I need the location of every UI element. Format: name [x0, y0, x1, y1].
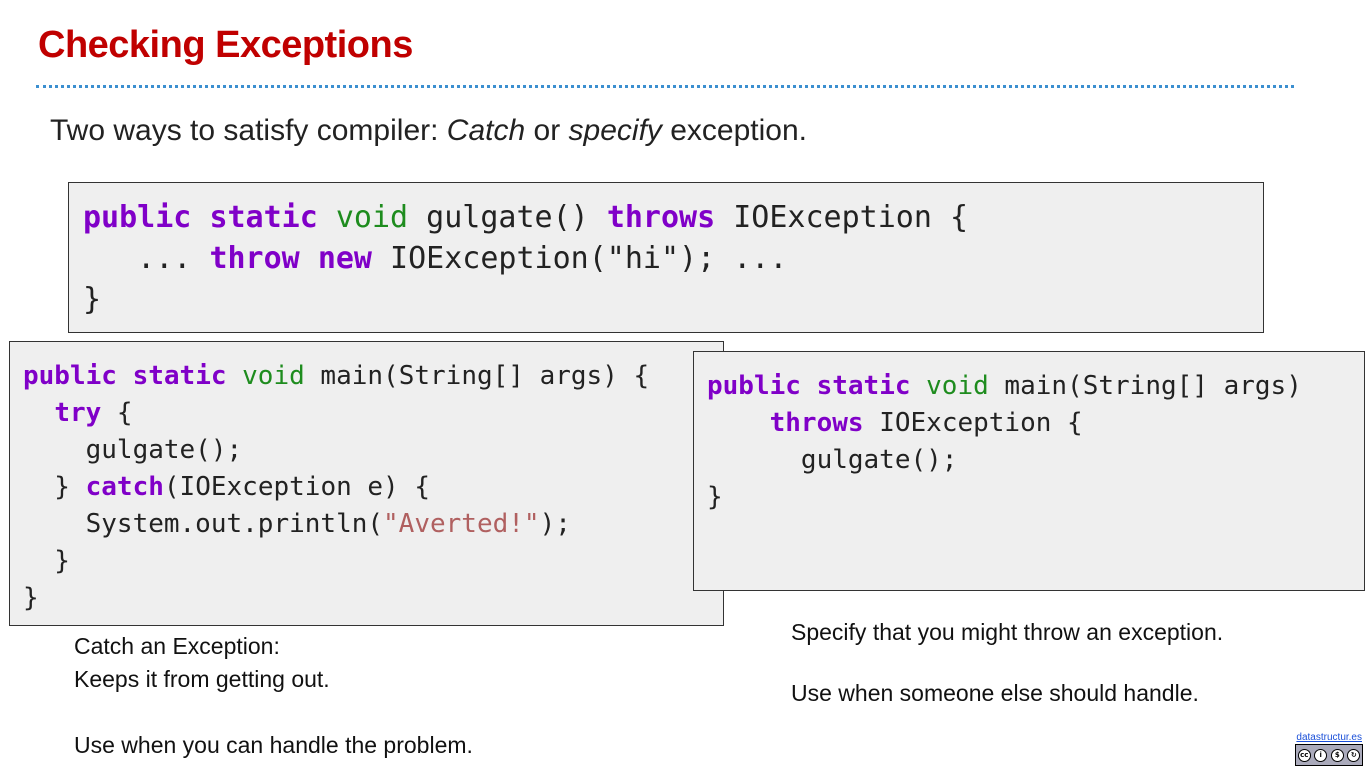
- caption-line: Use when someone else should handle.: [791, 680, 1199, 706]
- keyword: new: [317, 241, 372, 276]
- subtitle-text-end: exception.: [661, 114, 807, 147]
- keyword: public: [23, 361, 117, 391]
- code-text: main(String[] args) {: [304, 361, 650, 391]
- caption-spacer: [74, 696, 473, 729]
- datastructures-link[interactable]: datastructur.es: [1296, 732, 1362, 743]
- code-line: } catch(IOException e) {: [23, 469, 723, 506]
- slide-title: Checking Exceptions: [38, 24, 413, 66]
- type-keyword: void: [926, 371, 989, 401]
- code-text: System.out.println(: [23, 509, 384, 539]
- gulgate-code-block: public static void gulgate() throws IOEx…: [68, 182, 1264, 333]
- subtitle-catch-word: Catch: [446, 114, 526, 147]
- catch-code-block: public static void main(String[] args) {…: [9, 341, 724, 626]
- code-text: {: [101, 398, 133, 428]
- caption-line: Keeps it from getting out.: [74, 666, 330, 692]
- keyword: try: [54, 398, 102, 428]
- specify-code-block: public static void main(String[] args) t…: [693, 351, 1365, 591]
- code-line: public static void main(String[] args): [707, 368, 1364, 405]
- type-keyword: void: [242, 361, 305, 391]
- code-text: }: [23, 472, 86, 502]
- subtitle-text-start: Two ways to satisfy compiler:: [50, 114, 447, 147]
- code-line: gulgate();: [23, 435, 243, 465]
- catch-caption: Catch an Exception: Keeps it from gettin…: [74, 630, 473, 762]
- caption-line: Use when you can handle the problem.: [74, 732, 473, 758]
- nc-icon: $: [1330, 748, 1344, 762]
- caption-spacer: [791, 649, 1223, 677]
- code-line: throws IOException {: [707, 405, 1364, 442]
- code-line: }: [707, 482, 723, 512]
- keyword: static: [132, 361, 227, 391]
- keyword: catch: [85, 472, 164, 502]
- code-line: public static void main(String[] args) {: [23, 358, 723, 395]
- title-divider: [36, 85, 1294, 88]
- keyword: public: [83, 200, 192, 235]
- subtitle-text-middle: or: [525, 114, 569, 147]
- code-line: public static void gulgate() throws IOEx…: [83, 197, 1263, 238]
- sa-icon: ↻: [1347, 748, 1361, 762]
- keyword: throws: [769, 408, 864, 438]
- by-icon: i: [1314, 748, 1328, 762]
- keyword: public: [707, 371, 801, 401]
- code-text: [707, 408, 770, 438]
- code-text: );: [539, 509, 571, 539]
- code-text: [23, 398, 54, 428]
- cc-icon: cc: [1297, 748, 1311, 762]
- code-line: gulgate();: [707, 445, 958, 475]
- code-text: main(String[] args): [988, 371, 1302, 401]
- keyword: static: [816, 371, 911, 401]
- caption-line: Specify that you might throw an exceptio…: [791, 619, 1224, 645]
- code-line: try {: [23, 395, 723, 432]
- specify-caption: Specify that you might throw an exceptio…: [791, 616, 1223, 710]
- keyword: throws: [606, 200, 716, 235]
- caption-line: Catch an Exception:: [74, 633, 280, 659]
- type-keyword: void: [335, 200, 409, 235]
- code-text: IOException("hi"); ...: [372, 241, 788, 276]
- code-text: IOException {: [715, 200, 969, 235]
- code-text: ...: [83, 241, 210, 276]
- code-line: ... throw new IOException("hi"); ...: [83, 238, 1263, 279]
- subtitle-specify-word: specify: [568, 114, 662, 147]
- code-text: gulgate(): [408, 200, 607, 235]
- string-literal: "Averted!": [383, 509, 540, 539]
- code-line: System.out.println("Averted!");: [23, 506, 723, 543]
- cc-by-nc-sa-icon: cc i $ ↻: [1295, 744, 1363, 766]
- slide-subtitle: Two ways to satisfy compiler: Catch or s…: [50, 114, 807, 148]
- keyword: static: [209, 200, 318, 235]
- code-line: }: [23, 583, 39, 613]
- code-text: (IOException e) {: [163, 472, 431, 502]
- code-line: }: [23, 546, 70, 576]
- keyword: throw: [209, 241, 300, 276]
- code-line: }: [83, 282, 102, 317]
- code-text: IOException {: [863, 408, 1083, 438]
